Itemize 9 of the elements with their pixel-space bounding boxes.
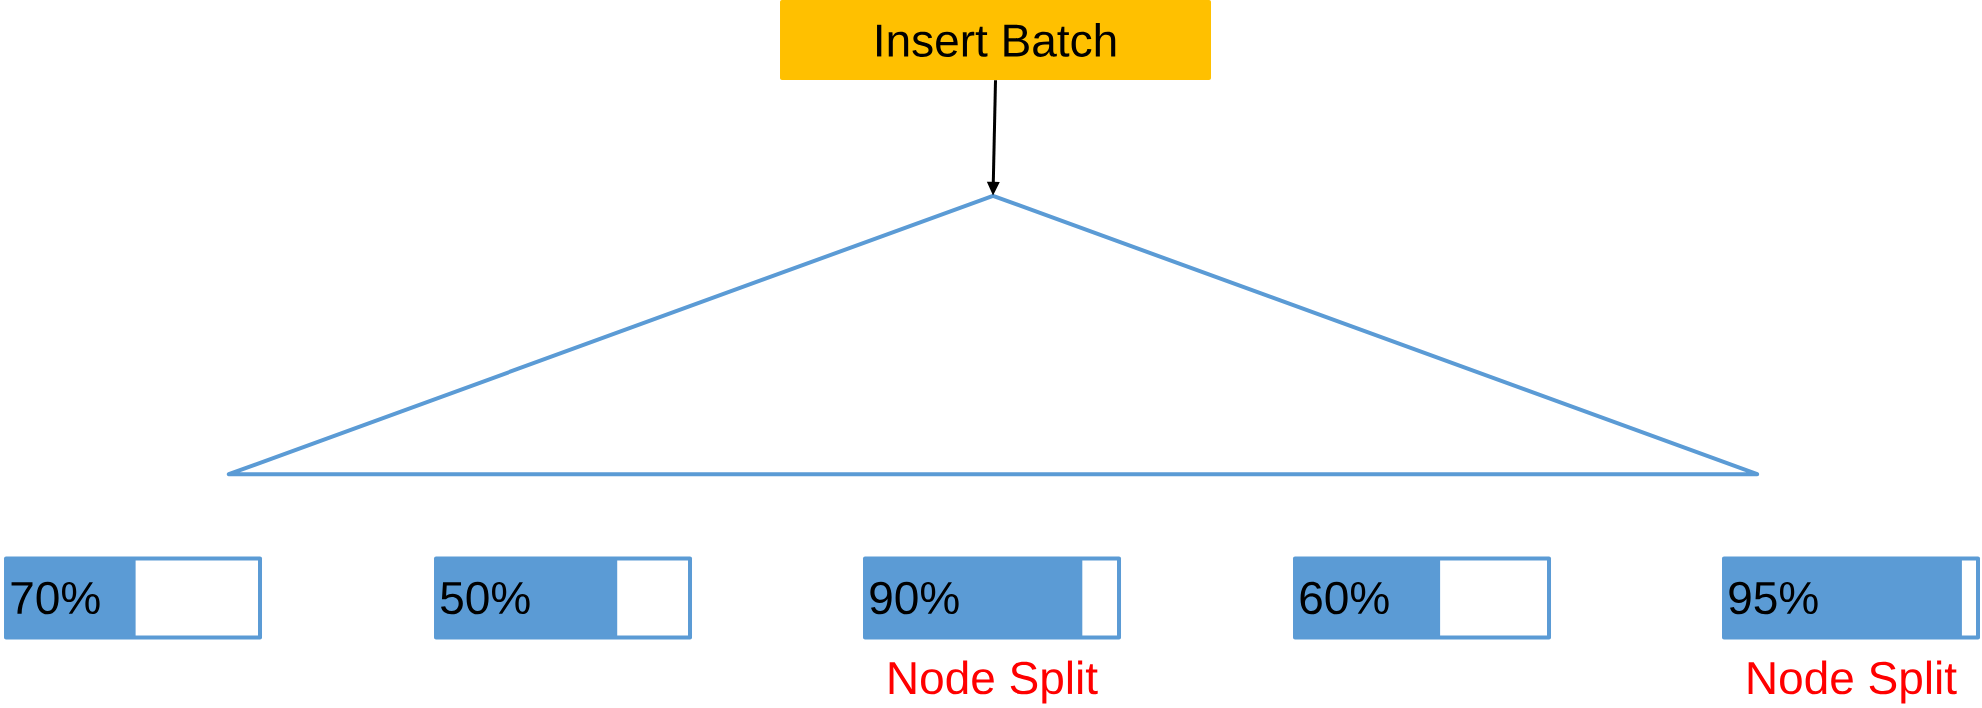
fill-bar: 50% [434, 556, 692, 640]
fill-bar: 60% [1293, 556, 1551, 640]
fill-bar: 90% [863, 556, 1121, 640]
fill-bar: 70% [4, 556, 262, 640]
tree-triangle [226, 193, 1760, 477]
split-label: Node Split [889, 660, 1098, 704]
split-label: Node Split [1748, 660, 1957, 704]
process-box: Insert Batch [780, 0, 1211, 80]
fill-bar: 95% [1722, 556, 1980, 640]
